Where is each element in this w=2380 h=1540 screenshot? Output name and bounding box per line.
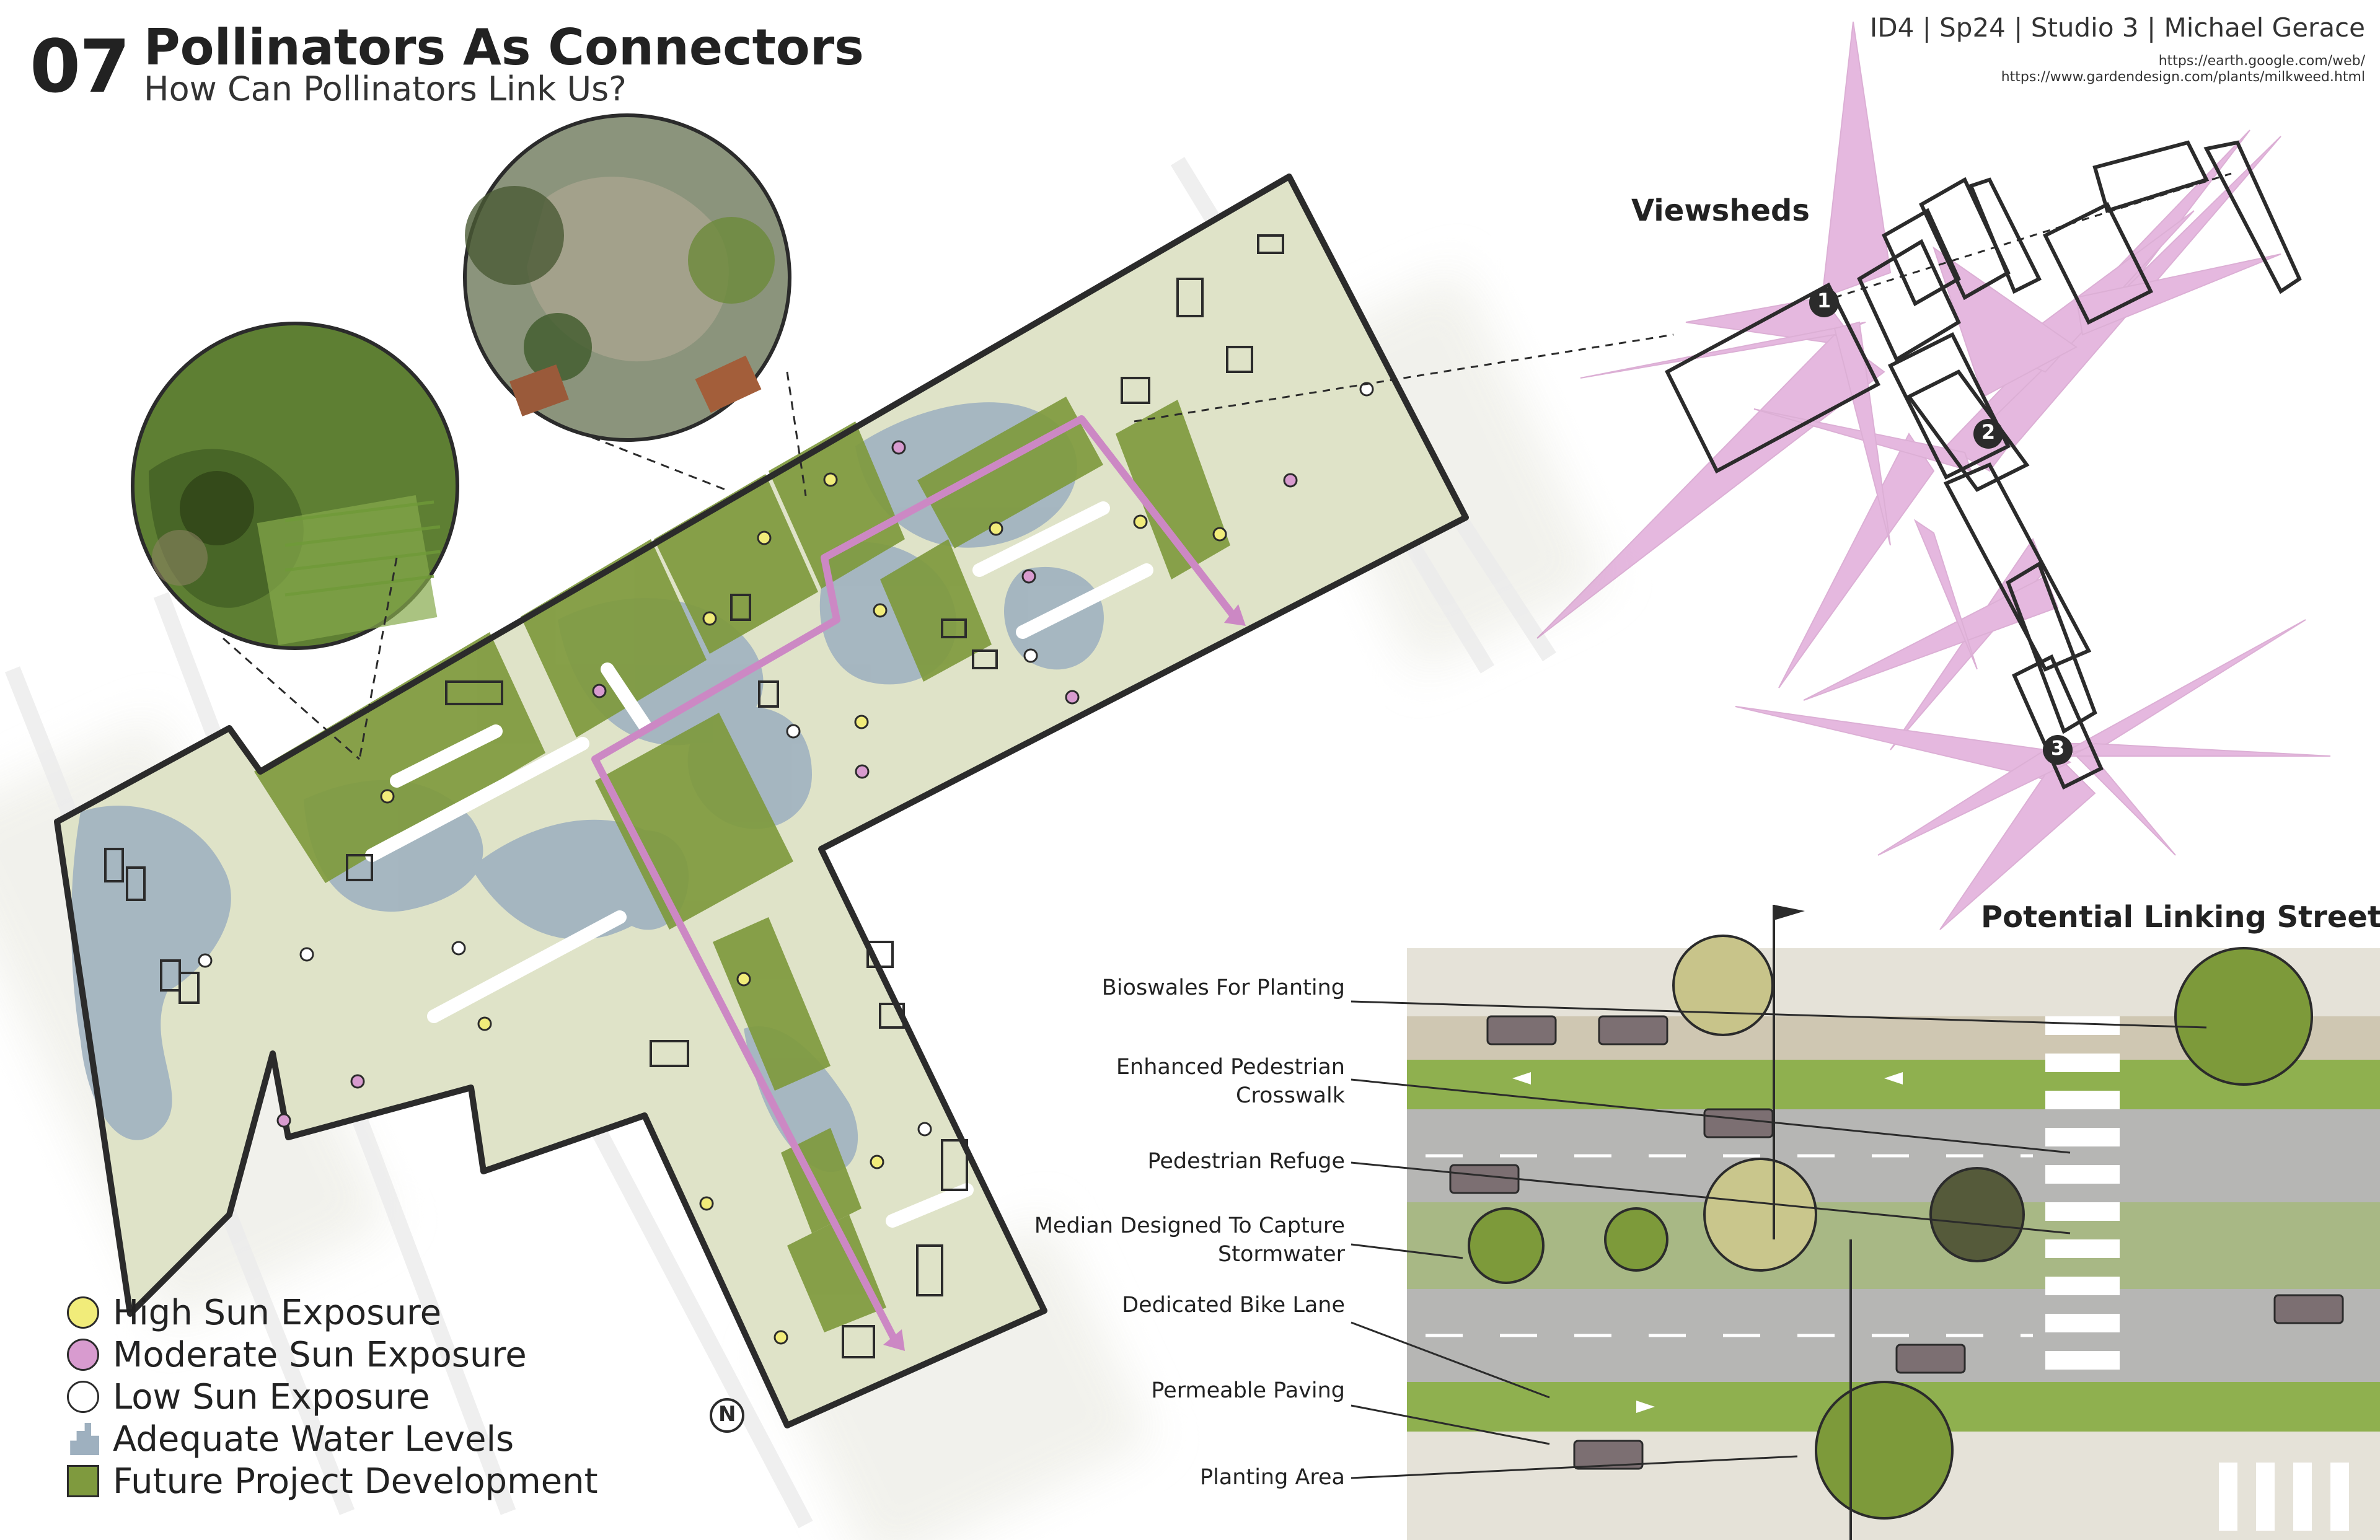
legend-swatch-water-icon — [70, 1423, 99, 1455]
legend-swatch-development — [67, 1465, 99, 1497]
callout-planting: Planting Area — [1200, 1465, 1345, 1490]
callout-paving: Permeable Paving — [1151, 1378, 1345, 1403]
north-arrow-icon — [710, 1398, 744, 1433]
viewshed-marker-2 — [1973, 419, 2003, 449]
viewshed-connector-line — [1134, 333, 1674, 423]
page-subtitle: How Can Pollinators Link Us? — [144, 69, 627, 108]
callout-leaders — [1351, 1000, 2207, 1479]
legend-water: Adequate Water Levels — [67, 1419, 514, 1459]
north-label: N — [718, 1402, 736, 1427]
source-link-2[interactable]: https://www.gardendesign.com/plants/milk… — [2001, 69, 2365, 85]
callout-crosswalk: Enhanced Pedestrian Crosswalk — [1116, 1055, 1345, 1108]
aerial-photo-right — [463, 113, 791, 442]
viewshed-connector-line-2 — [1834, 172, 2232, 299]
callout-bike-lane: Dedicated Bike Lane — [1122, 1293, 1345, 1318]
buildings — [104, 234, 1284, 1358]
future-development-parcels — [254, 397, 1230, 1332]
legend-low-sun: Low Sun Exposure — [67, 1376, 430, 1417]
callout-bioswales: Bioswales For Planting — [1101, 975, 1345, 1000]
sheet-number: 07 — [30, 24, 130, 109]
legend-label: Moderate Sun Exposure — [113, 1334, 527, 1375]
viewshed-marker-3 — [2043, 735, 2073, 765]
legend-label: Adequate Water Levels — [113, 1419, 514, 1459]
viewshed-marker-1-label: 1 — [1817, 289, 1831, 312]
site-boundary — [54, 174, 1469, 1428]
legend-swatch-high-sun — [67, 1296, 99, 1329]
path-arrowhead-2 — [883, 1329, 905, 1351]
viewshed-marker-1 — [1809, 288, 1839, 317]
page-title: Pollinators As Connectors — [144, 19, 864, 76]
source-link-1[interactable]: https://earth.google.com/web/ — [2158, 53, 2365, 69]
photo-leader-lines — [223, 371, 807, 760]
credit-line: ID4 | Sp24 | Studio 3 | Michael Gerace — [1869, 12, 2365, 43]
viewsheds-title: Viewsheds — [1631, 193, 1810, 228]
legend-swatch-low-sun — [67, 1381, 99, 1413]
street-plan — [1407, 905, 2380, 1540]
legend-moderate-sun: Moderate Sun Exposure — [67, 1334, 527, 1375]
callout-median: Median Designed To Capture Stormwater — [1034, 1213, 1345, 1267]
sun-markers — [198, 382, 1374, 1345]
legend-swatch-moderate-sun — [67, 1339, 99, 1371]
viewshed-marker-3-label: 3 — [2050, 736, 2065, 760]
aerial-photo-left — [131, 322, 459, 650]
viewshed-marker-2-label: 2 — [1981, 420, 1996, 444]
callout-refuge: Pedestrian Refuge — [1147, 1149, 1345, 1174]
viewshed-cones — [1536, 21, 2331, 930]
legend-label: Low Sun Exposure — [113, 1376, 430, 1417]
legend-label: Future Project Development — [113, 1461, 598, 1502]
legend-development: Future Project Development — [67, 1461, 598, 1502]
legend-high-sun: High Sun Exposure — [67, 1292, 442, 1333]
block-lanes — [365, 501, 1153, 1228]
street-title: Potential Linking Street — [1981, 900, 2380, 935]
path-arrowhead-1 — [1224, 604, 1246, 626]
legend-label: High Sun Exposure — [113, 1292, 442, 1333]
pollinator-route — [591, 415, 1240, 1344]
